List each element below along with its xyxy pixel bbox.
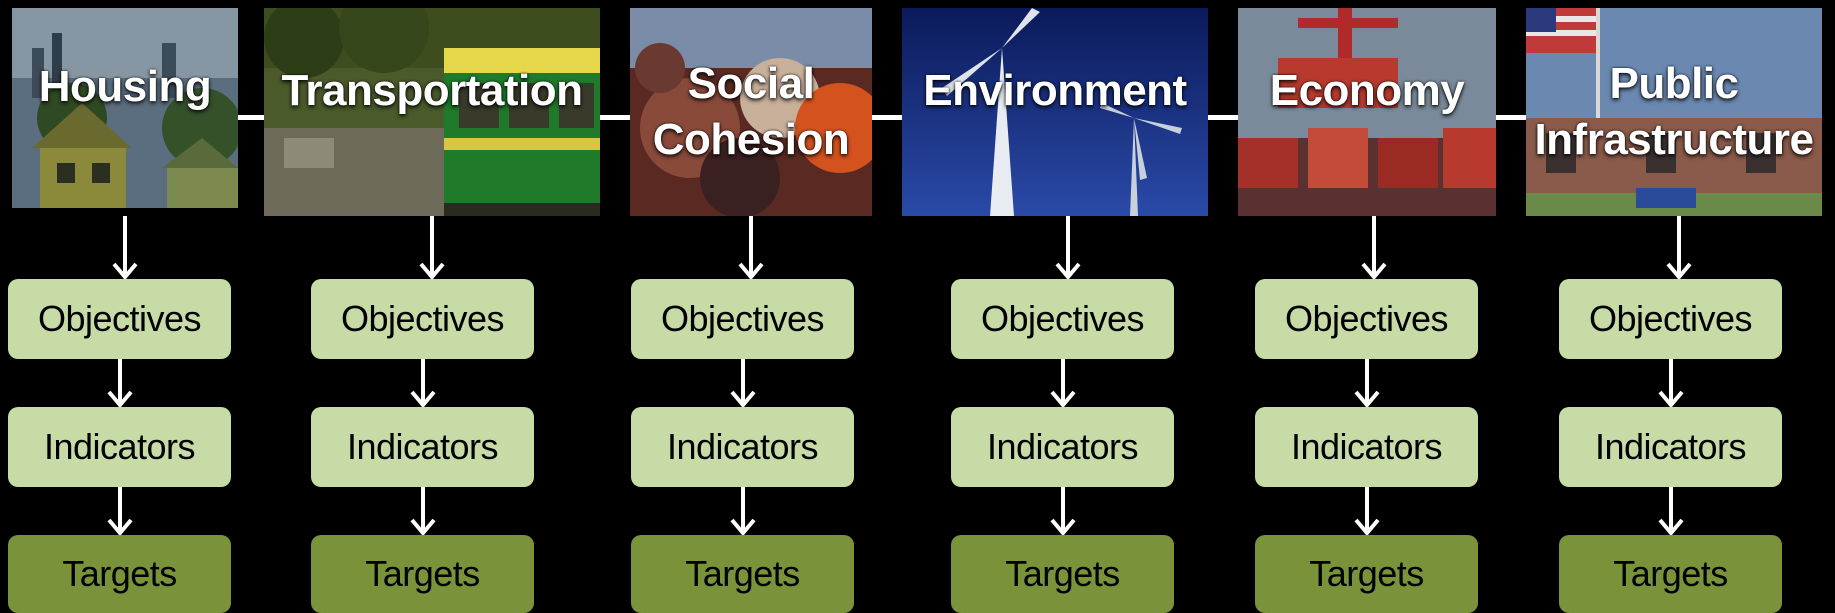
targets-box: Targets bbox=[8, 535, 231, 613]
public-infrastructure-photo: Public Infrastructure bbox=[1526, 8, 1822, 216]
targets-box: Targets bbox=[311, 535, 534, 613]
down-arrow-icon bbox=[729, 487, 756, 535]
objectives-box: Objectives bbox=[311, 279, 534, 359]
down-arrow-icon bbox=[738, 216, 764, 279]
objectives-box: Objectives bbox=[631, 279, 854, 359]
column-title: Public Infrastructure bbox=[1534, 59, 1814, 164]
indicators-box: Indicators bbox=[8, 407, 231, 487]
connector-line bbox=[599, 115, 631, 120]
public-infrastructure-scene-image bbox=[1526, 8, 1822, 216]
down-arrow-icon bbox=[1353, 487, 1380, 535]
column-title: Environment bbox=[923, 66, 1187, 115]
objectives-box: Objectives bbox=[1559, 279, 1782, 359]
indicators-box: Indicators bbox=[1255, 407, 1478, 487]
social-cohesion-photo: Social Cohesion bbox=[630, 8, 872, 216]
environment-photo: Environment bbox=[902, 8, 1208, 216]
indicators-box: Indicators bbox=[951, 407, 1174, 487]
connector-line bbox=[237, 115, 265, 120]
objectives-box: Objectives bbox=[8, 279, 231, 359]
down-arrow-icon bbox=[112, 216, 138, 279]
environment-scene-image bbox=[902, 8, 1208, 216]
down-arrow-icon bbox=[1666, 216, 1692, 279]
transportation-scene-image bbox=[264, 8, 600, 216]
down-arrow-icon bbox=[1353, 359, 1380, 407]
connector-line bbox=[1207, 115, 1239, 120]
targets-box: Targets bbox=[951, 535, 1174, 613]
objectives-box: Objectives bbox=[951, 279, 1174, 359]
targets-box: Targets bbox=[1255, 535, 1478, 613]
economy-scene-image bbox=[1238, 8, 1496, 216]
housing-photo: Housing bbox=[12, 8, 238, 208]
column-title: Housing bbox=[38, 62, 212, 111]
targets-box: Targets bbox=[1559, 535, 1782, 613]
indicators-box: Indicators bbox=[631, 407, 854, 487]
down-arrow-icon bbox=[106, 487, 133, 535]
indicators-box: Indicators bbox=[1559, 407, 1782, 487]
connector-line bbox=[1495, 115, 1527, 120]
down-arrow-icon bbox=[729, 359, 756, 407]
down-arrow-icon bbox=[1657, 359, 1684, 407]
down-arrow-icon bbox=[409, 487, 436, 535]
down-arrow-icon bbox=[1049, 359, 1076, 407]
social-cohesion-scene-image bbox=[630, 8, 872, 216]
down-arrow-icon bbox=[1657, 487, 1684, 535]
economy-photo: Economy bbox=[1238, 8, 1496, 216]
down-arrow-icon bbox=[1361, 216, 1387, 279]
down-arrow-icon bbox=[419, 216, 445, 279]
column-title: Economy bbox=[1269, 66, 1465, 115]
down-arrow-icon bbox=[1049, 487, 1076, 535]
objectives-box: Objectives bbox=[1255, 279, 1478, 359]
down-arrow-icon bbox=[409, 359, 436, 407]
targets-box: Targets bbox=[631, 535, 854, 613]
column-title: Transportation bbox=[281, 66, 583, 115]
transportation-photo: Transportation bbox=[264, 8, 600, 216]
indicators-box: Indicators bbox=[311, 407, 534, 487]
column-title: Social Cohesion bbox=[652, 59, 850, 164]
housing-scene-image bbox=[12, 8, 238, 208]
connector-line bbox=[871, 115, 903, 120]
down-arrow-icon bbox=[1055, 216, 1081, 279]
down-arrow-icon bbox=[106, 359, 133, 407]
